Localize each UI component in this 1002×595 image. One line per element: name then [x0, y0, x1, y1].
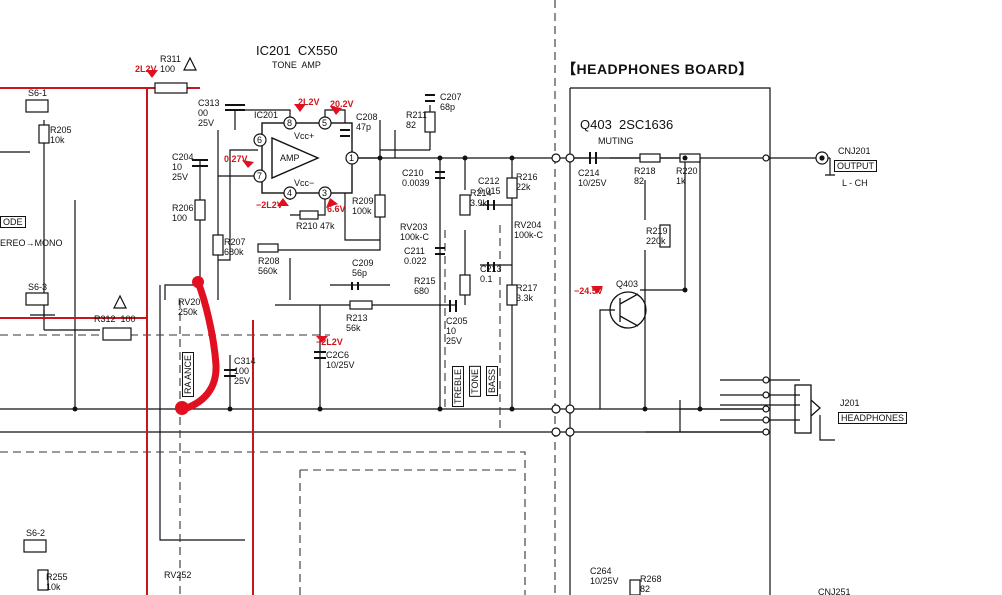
lch-label: L - CH	[842, 178, 868, 188]
r311-label: R311 100	[160, 54, 181, 74]
pin-5: 5	[322, 118, 328, 128]
opamp-symbol	[271, 136, 320, 180]
red-highlight-stroke	[176, 278, 220, 414]
r211-label: R211 82	[406, 110, 427, 130]
r207-label: R207 680k	[224, 237, 246, 257]
c264-label: C264 10/25V	[590, 566, 619, 586]
voltage-pin5: 20.2V	[330, 99, 354, 109]
r312-label: R312 100	[94, 314, 136, 324]
q403-title: Q403 2SC1636	[580, 117, 674, 132]
r217-label: R217 3.3k	[516, 283, 538, 303]
r216-label: R216 22k	[516, 172, 538, 192]
voltage-pin4: −2L2V	[256, 200, 283, 210]
pin-1: 1	[349, 153, 355, 163]
pin-4: 4	[287, 188, 293, 198]
q403-transistor	[609, 291, 647, 329]
pin-8: 8	[287, 118, 293, 128]
treble-label: TREBLE	[452, 366, 464, 408]
board-title: 【HEADPHONES BOARD】	[562, 61, 754, 77]
r209-label: R209 100k	[352, 196, 374, 216]
c314-label: C314 100 25V	[234, 356, 256, 386]
r213-label: R213 56k	[346, 313, 368, 333]
amp-label: AMP	[280, 153, 300, 163]
r220-label: R220 1k	[676, 166, 698, 186]
muting-label: MUTING	[598, 136, 634, 146]
bass-label: BASS	[486, 366, 498, 397]
tone-label: TONE	[469, 366, 481, 397]
r206-label: R206 100	[172, 203, 194, 223]
vcc-plus-label: Vcc+	[294, 131, 315, 141]
q403-label: Q403	[616, 279, 639, 289]
mode-label: ODE	[0, 216, 26, 228]
switch-s6-3-body	[25, 292, 49, 306]
voltage-c206: −2L2V	[316, 337, 343, 347]
switch-s6-3-label: S6-3	[28, 282, 48, 292]
c214-label: C214 10/25V	[578, 168, 607, 188]
rv203-label: RV203 100k-C	[400, 222, 430, 242]
r268-label: R268 82	[640, 574, 662, 594]
r215-label: R215 680	[414, 276, 436, 296]
cnj251-label: CNJ251	[818, 587, 851, 595]
output-label: OUTPUT	[834, 160, 877, 172]
rv204-label: RV204 100k-C	[514, 220, 544, 240]
pin-7: 7	[257, 171, 263, 181]
voltage-pin3: 6.6V	[327, 204, 346, 214]
headphone-jack	[794, 384, 812, 434]
c209-label: C209 56p	[352, 258, 374, 278]
c204-label: C204 10 25V	[172, 152, 194, 182]
switch-s6-2-label: S6-2	[26, 528, 46, 538]
ic-title: IC201 CX550	[256, 43, 338, 58]
headphones-label: HEADPHONES	[838, 412, 908, 424]
cnj201-label: CNJ201	[838, 146, 871, 156]
j201-label: J201	[840, 398, 860, 408]
c206-label: C2C6 10/25V	[326, 350, 355, 370]
r205-label: R205 10k	[50, 125, 72, 145]
rv252-label: RV252	[164, 570, 192, 580]
c213-label: C213 0.1	[480, 264, 502, 284]
r210-label: R210 47k	[296, 221, 335, 231]
voltage-q403: −24.5V	[574, 286, 603, 296]
c205-label: C205 10 25V	[446, 316, 468, 346]
switch-s6-1-label: S6-1	[28, 88, 48, 98]
red-power-wire	[0, 87, 148, 595]
rv20-label: RV20 250k	[178, 297, 201, 317]
mode-sub-label: EREO→MONO	[0, 238, 63, 248]
ic-subtitle: TONE AMP	[272, 60, 321, 70]
r214-label: R214 3.9k	[470, 188, 492, 208]
voltage-pin7: 0.27V	[224, 154, 248, 164]
switch-s6-2-body	[23, 539, 47, 553]
voltage-r311: 2L2V	[135, 64, 157, 74]
switch-s6-1-body	[25, 99, 49, 113]
pin-3: 3	[322, 188, 328, 198]
voltage-pin8: 2L2V	[298, 97, 320, 107]
ic201-label: IC201	[254, 110, 279, 120]
c211-label: C211 0.022	[404, 246, 427, 266]
r218-label: R218 82	[634, 166, 656, 186]
r219-label: R219 220k	[646, 226, 668, 246]
vcc-minus-label: Vcc−	[294, 178, 315, 188]
headphones-board-frame	[570, 87, 771, 595]
pin-6: 6	[257, 135, 263, 145]
r208-label: R208 560k	[258, 256, 280, 276]
c210-label: C210 0.0039	[402, 168, 430, 188]
r255-label: R255 10k	[46, 572, 68, 592]
c208-label: C208 47p	[356, 112, 378, 132]
c212-label: C212 0.015	[478, 176, 501, 196]
c313-label: C313 00 25V	[198, 98, 220, 128]
c207-label: C207 68p	[440, 92, 462, 112]
balance-label: RA ANCE	[182, 352, 194, 398]
